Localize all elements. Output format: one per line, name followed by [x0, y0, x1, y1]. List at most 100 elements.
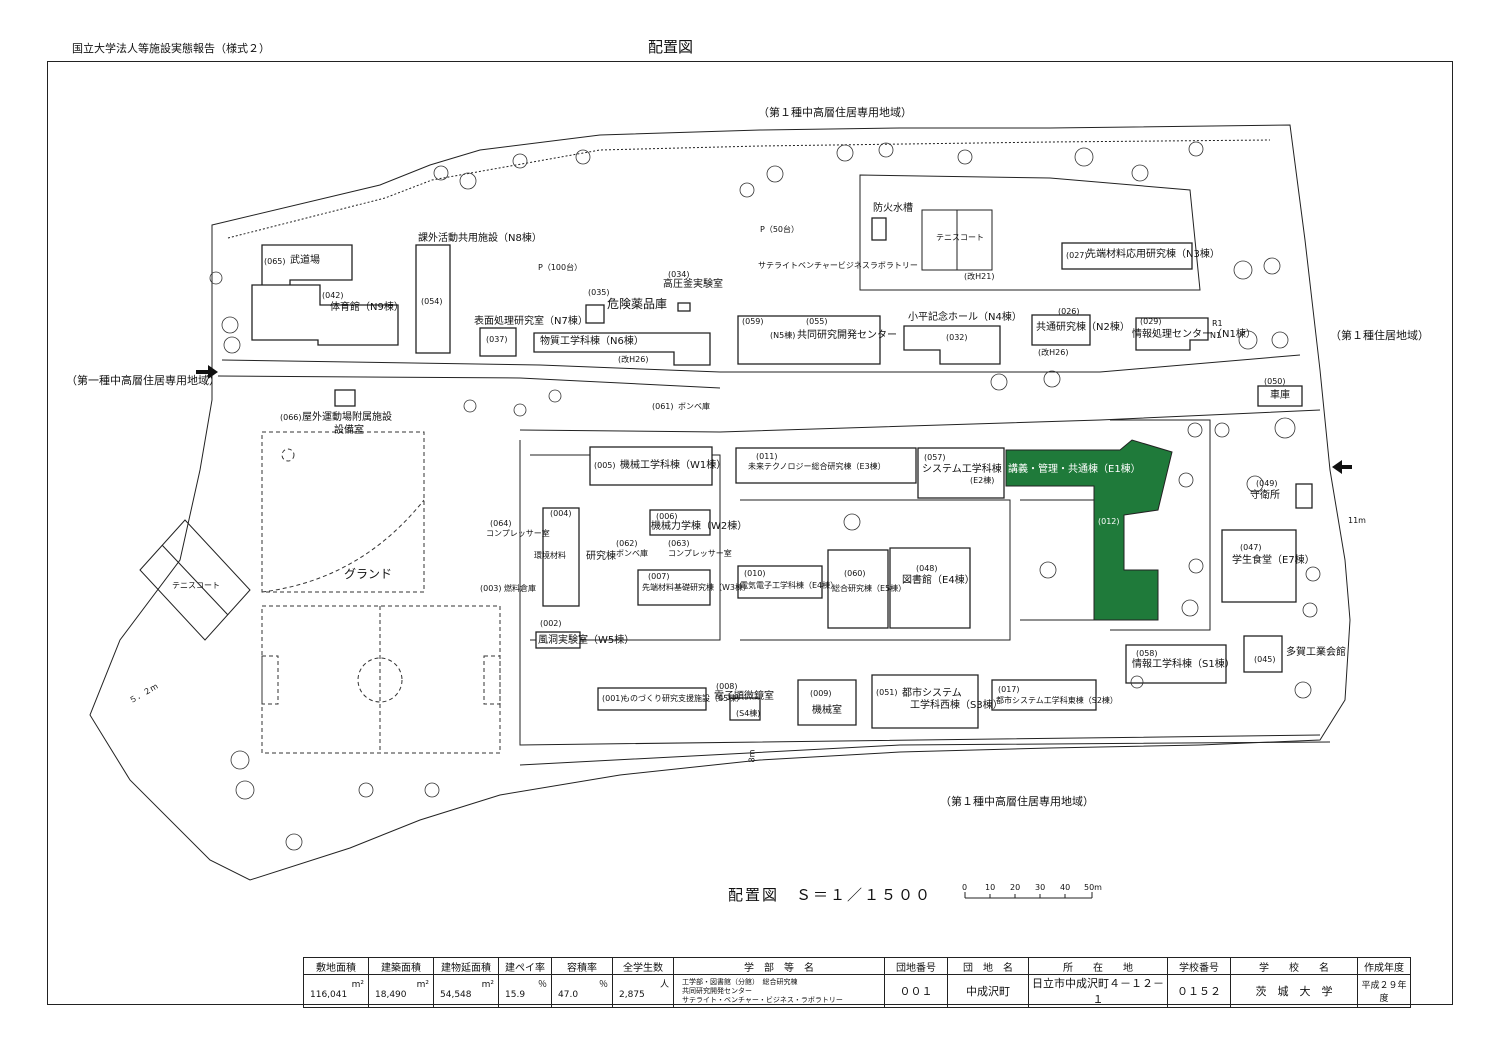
outdoor-bldg [334, 389, 356, 407]
label-microscope-code: (008) [716, 682, 738, 691]
label-system: システム工学科棟 [922, 464, 1002, 475]
th-floor-area: 建物延面積 [433, 957, 499, 975]
label-r1: R1 [1212, 319, 1223, 328]
kodaira-bldg [903, 325, 1001, 365]
advbase-bldg [637, 569, 711, 606]
th-site-name: 団 地 名 [947, 957, 1029, 975]
th-faculty: 学 部 等 名 [673, 957, 885, 975]
common-bldg [1031, 314, 1091, 346]
label-compressor2: コンプレッサー室 [668, 549, 732, 558]
cafeteria-bldg [1221, 529, 1297, 603]
info-eng-bldg [1125, 644, 1227, 684]
th-address: 所 在 地 [1028, 957, 1168, 975]
th-students: 全学生数 [612, 957, 674, 975]
th-far: 容積率 [551, 957, 613, 975]
mech-bldg [589, 446, 713, 486]
label-machine-code: (009) [810, 689, 832, 698]
entrance-arrow-west [196, 365, 218, 379]
label-guard-code: (049) [1256, 479, 1278, 488]
microscope-bldg [729, 697, 761, 721]
label-elec-code: (010) [744, 569, 766, 578]
td-year: 平成２９年度 [1357, 974, 1411, 1008]
tennis-court-west [139, 519, 251, 641]
th-school-no: 学校番号 [1167, 957, 1231, 975]
surface-bldg [479, 327, 517, 357]
td-school-no: ０１５２ [1167, 974, 1231, 1008]
td-far: ％47.0 [551, 974, 613, 1008]
form-title: 国立大学法人等施設実態報告（様式２） [72, 42, 270, 55]
label-common-code: (026) [1058, 307, 1080, 316]
label-parking: 車庫 [1270, 390, 1290, 401]
label-fire-tank: 防火水槽 [873, 203, 913, 214]
lecture-bldg-highlight [1005, 439, 1173, 621]
mechsys-bldg [649, 509, 711, 536]
label-civil-e: 都市システム工学科東棟（S2棟） [996, 696, 1118, 705]
wind-bldg [535, 631, 581, 649]
general-bldg [827, 549, 889, 629]
system-bldg [917, 447, 1005, 499]
label-outdoor2: 設備室 [334, 425, 364, 436]
machine-bldg [797, 679, 857, 726]
advanced-bldg [1061, 242, 1193, 270]
ground-field [261, 431, 425, 593]
label-taga-code: (045) [1254, 655, 1276, 664]
taga-bldg [1243, 635, 1283, 673]
label-joint-n5: (N5棟) [770, 331, 796, 340]
label-cafeteria-code: (047) [1240, 543, 1262, 552]
label-park100: P（100台） [538, 263, 583, 272]
label-satellite: サテライトベンチャービジネスラボラトリー [758, 261, 918, 270]
label-mech: 機械工学科棟（W1棟） [620, 460, 727, 471]
zone-west: （第一種中高層住居専用地域） [66, 374, 220, 387]
label-joint-code: (059) [742, 317, 764, 326]
fire-tank [871, 217, 887, 241]
label-surface: 表面処理研究室（N7棟） [474, 316, 588, 327]
zone-north: （第１種中高層住居専用地域） [758, 106, 912, 119]
th-school-name: 学 校 名 [1230, 957, 1358, 975]
label-future: 未来テクノロジー総合研究棟（E3棟） [748, 462, 886, 471]
label-info-eng-code: (058) [1136, 649, 1158, 658]
label-library-code: (048) [916, 564, 938, 573]
label-mech-code: (005) [594, 461, 616, 470]
hazmat-bldg [585, 304, 605, 324]
label-tennis-north-year: (改H21) [964, 272, 995, 281]
library-bldg [889, 547, 971, 629]
label-gas2-code: (062) [616, 539, 638, 548]
label-outdoor-code: (066) [280, 413, 302, 422]
label-info-eng: 情報工学科棟（S1棟） [1132, 659, 1235, 670]
label-elec: 電気電子工学科棟（E4棟） [740, 581, 839, 590]
td-address: 日立市中成沢町４－１２－１ [1028, 974, 1168, 1008]
label-monozukuri-code: (001) [602, 694, 624, 703]
td-site-name: 中成沢町 [947, 974, 1029, 1008]
label-env-code: (004) [550, 509, 572, 518]
gym-bldg [251, 284, 399, 346]
label-lecture: 講義・管理・共通棟（E1棟） [1008, 464, 1141, 475]
label-dist-8: 8m [747, 749, 757, 763]
label-microscope-s4: (S4棟) [736, 709, 761, 718]
monozukuri-bldg [597, 687, 707, 711]
trees [209, 141, 1321, 851]
autoclave-bldg [677, 302, 691, 312]
scale-tick-40: 40 [1060, 883, 1071, 892]
th-site-area: 敷地面積 [303, 957, 369, 975]
label-outdoor: 屋外運動場附属施設 [302, 412, 392, 423]
label-compressor1-code: (064) [490, 519, 512, 528]
label-future-code: (011) [756, 452, 778, 461]
label-surface-code: (037) [486, 335, 508, 344]
materials-bldg [533, 332, 711, 366]
label-autoclave: 高圧釜実験室 [663, 279, 723, 290]
info-center-bldg [1135, 317, 1209, 351]
label-hazmat-code: (035) [588, 288, 610, 297]
joint-bldg [737, 315, 881, 365]
label-wind: 風洞実験室（W5棟） [538, 635, 635, 646]
site-info-table: 敷地面積 建築面積 建物延面積 建ぺイ率 容積率 全学生数 学 部 等 名 団地… [303, 957, 1411, 1008]
label-parking-code: (050) [1264, 377, 1286, 386]
label-gas2: ボンベ庫 [616, 549, 648, 558]
scale-tick-10: 10 [985, 883, 996, 892]
th-coverage: 建ぺイ率 [498, 957, 552, 975]
site-boundary [89, 124, 1351, 881]
scale-tick-20: 20 [1010, 883, 1021, 892]
